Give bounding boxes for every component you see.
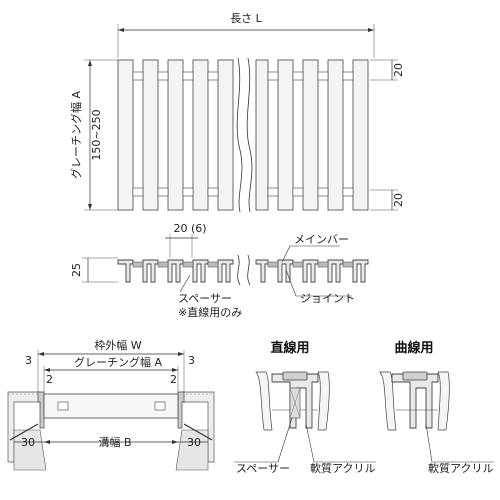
channel-width-label: 溝幅 B: [98, 436, 131, 449]
spacer-label: スペーサー: [178, 292, 232, 305]
dim-bottom-right: 20: [392, 193, 405, 207]
main-bar-label: メインバー: [294, 233, 349, 246]
gap-right-inner: 2: [170, 373, 177, 386]
install-grating-width-label: グレーチング幅 A: [74, 355, 162, 369]
detail-curved-acrylic-label: 軟質アクリル: [428, 461, 493, 475]
section-bars-right: [255, 259, 369, 283]
top-view: 長さ L グレーチング幅 A 150~250: [69, 12, 405, 213]
bars-right: [255, 59, 369, 211]
detail-curved: 曲線用 軟質アクリル: [379, 340, 494, 475]
frame-width-label: 枠外幅 W: [94, 338, 141, 352]
install-view: 枠外幅 W グレーチング幅 A 3 3 2 2: [7, 338, 215, 471]
pitch-label: 20 (6): [173, 222, 206, 235]
joint-label: ジョイント: [300, 292, 355, 305]
grating-width-label: グレーチング幅 A: [69, 91, 83, 179]
margin-right: 30: [187, 436, 201, 449]
section-bars-left: [117, 259, 234, 283]
section-view: 20 (6) 25: [70, 222, 369, 319]
height-label: 25: [70, 263, 83, 277]
width-range-label: 150~250: [90, 109, 103, 160]
dim-top-right: 20: [392, 63, 405, 77]
margin-left: 30: [21, 436, 35, 449]
gap-right: 3: [188, 354, 195, 367]
detail-curved-title: 曲線用: [394, 340, 433, 356]
spacer-note: ※直線用のみ: [178, 305, 242, 319]
gap-left: 3: [25, 354, 32, 367]
detail-straight-acrylic-label: 軟質アクリル: [310, 461, 375, 475]
length-label: 長さ L: [230, 12, 262, 25]
gap-left-inner: 2: [46, 373, 53, 386]
detail-straight-title: 直線用: [270, 340, 309, 356]
bars-left: [117, 59, 234, 211]
detail-straight-spacer-label: スペーサー: [236, 462, 290, 475]
detail-straight: 直線用 スペーサー 軟質アクリル: [234, 340, 376, 475]
